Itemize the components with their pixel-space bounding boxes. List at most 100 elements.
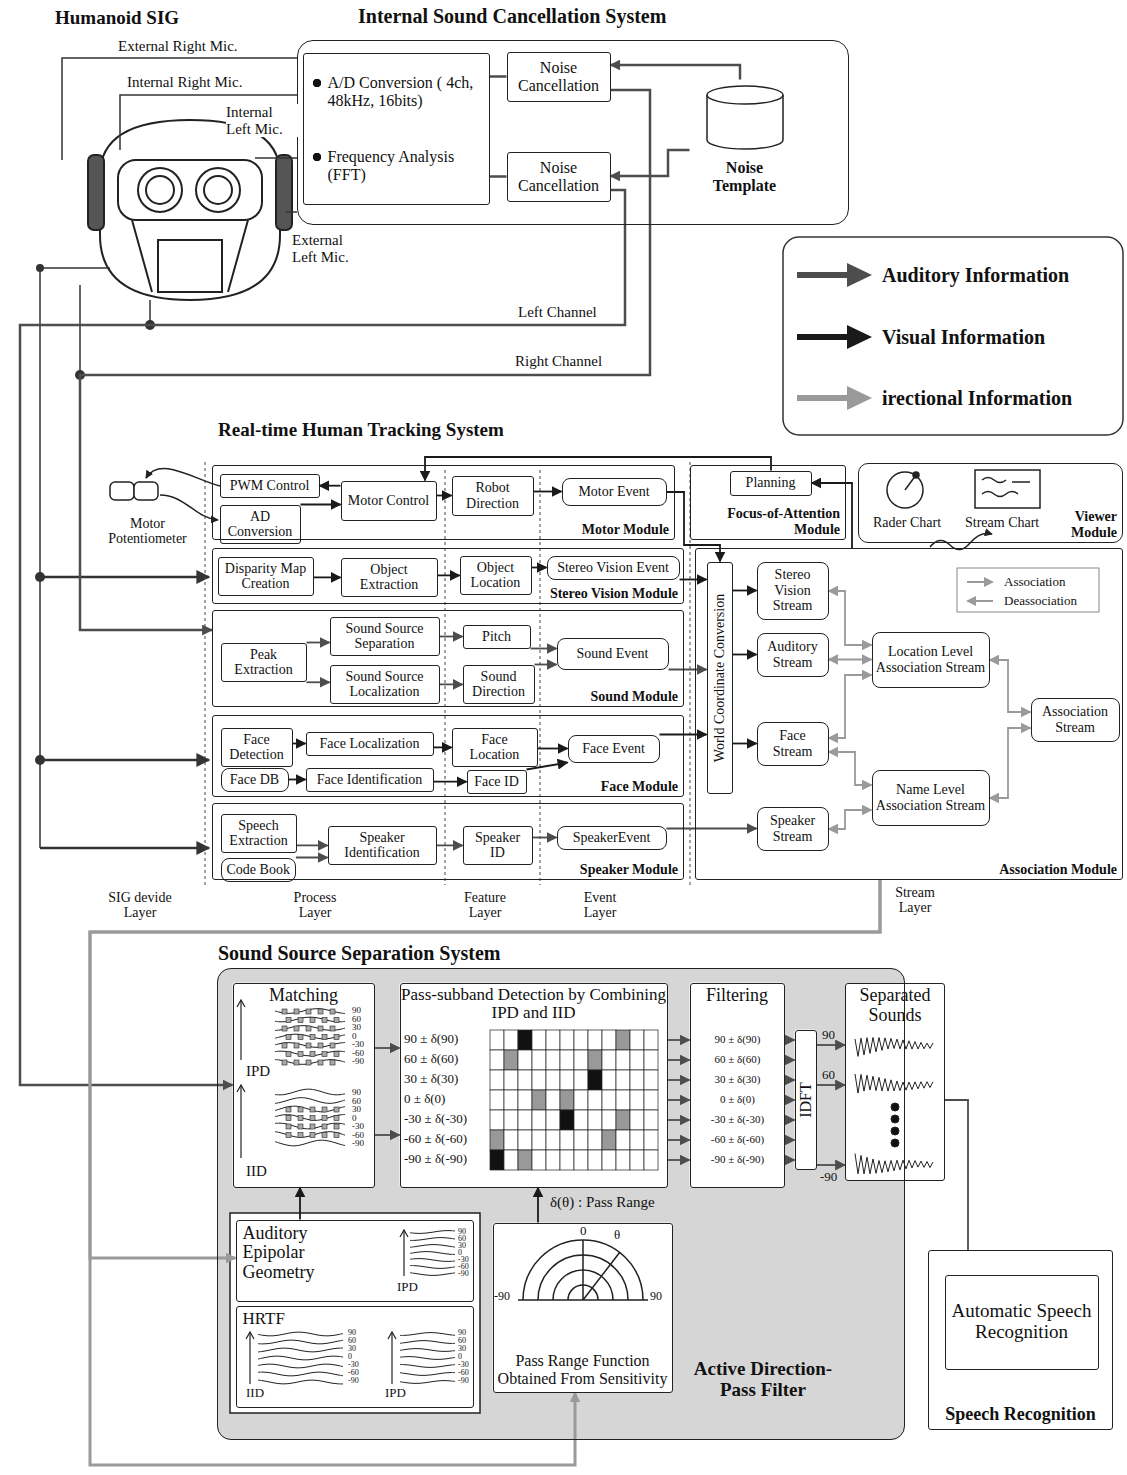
- legend-item: Association: [966, 574, 1065, 590]
- drawing-stroke: [275, 1026, 345, 1031]
- drawing-stroke: [310, 1052, 315, 1057]
- drawing-stroke: [334, 1133, 339, 1138]
- drawing-stroke: [644, 1070, 658, 1090]
- connector: [668, 1059, 690, 1061]
- text-label: IID: [246, 1163, 267, 1180]
- box-fill: [463, 826, 533, 866]
- drawing-stroke: [40, 759, 209, 762]
- connector: [425, 457, 771, 481]
- process-box: Motor ModulePWM ControlAD ConversionMoto…: [212, 465, 675, 540]
- process-box: Face Detection: [221, 728, 293, 768]
- connector: [829, 675, 872, 738]
- legend-swatch: [966, 576, 994, 588]
- drawing-stroke: [518, 1070, 532, 1090]
- legend-text: Deassociation: [1004, 593, 1077, 609]
- drawing-stroke: [310, 1018, 315, 1023]
- connector: [320, 485, 341, 487]
- process-box: Motor Event: [562, 478, 667, 506]
- text-label: Motor Potentiometer: [100, 516, 195, 547]
- drawing-stroke: [294, 1009, 299, 1014]
- drawing-stroke: [275, 1140, 345, 1146]
- drawing-stroke: [35, 755, 45, 765]
- drawing-stroke: [330, 1009, 335, 1014]
- drawing-stroke: [975, 470, 1040, 508]
- drawing-stroke: [258, 1372, 343, 1376]
- text-label: 0 ± δ(0): [690, 1093, 785, 1105]
- drawing-stroke: [88, 155, 104, 230]
- box-text: Pass-subband Detection by Combining IPD …: [401, 986, 667, 1023]
- drawing-stroke: [891, 1103, 899, 1111]
- process-box: Face Event: [568, 735, 660, 763]
- connector: [301, 504, 341, 506]
- box-text: PWM Control: [230, 478, 310, 493]
- drawing-stroke: [298, 1018, 303, 1023]
- connector: [440, 636, 463, 638]
- drawing-stroke: [588, 1030, 602, 1050]
- process-box: Motor Control: [341, 481, 437, 521]
- box-fill: [707, 562, 733, 794]
- drawing-stroke: [100, 120, 280, 300]
- drawing-stroke: [891, 1139, 899, 1147]
- drawing-stroke: [330, 1043, 335, 1048]
- box-text: Sound Event: [577, 646, 649, 661]
- motor-potentiometer: [110, 468, 220, 520]
- text-label: Humanoid SIG: [55, 8, 179, 29]
- drawing-stroke: [334, 1018, 339, 1023]
- drawing-stroke: [891, 1115, 899, 1123]
- text-label: Real-time Human Tracking System: [218, 420, 504, 441]
- drawing-stroke: [630, 1070, 644, 1090]
- text-label: 90: [650, 1290, 662, 1303]
- drawing-stroke: [518, 1050, 532, 1070]
- drawing-stroke: [532, 1070, 546, 1090]
- box-fill: [212, 610, 684, 707]
- drawing-stroke: [560, 1130, 574, 1150]
- drawing-stroke: [410, 1231, 455, 1234]
- box-text: Disparity Map Creation: [222, 561, 310, 592]
- process-box: Sound Source Separation: [330, 617, 440, 657]
- text-label: 60 ± δ(60): [690, 1053, 785, 1065]
- box-text: A/D Conversion ( 4ch, 48kHz, 16bits): [312, 74, 486, 109]
- drawing-stroke: [518, 1130, 532, 1150]
- drawing-stroke: [400, 1357, 455, 1360]
- text-label: Process Layer: [285, 890, 345, 921]
- box-fill: [221, 858, 296, 882]
- box-text: SpeakerEvent: [573, 830, 651, 845]
- box-text: Motor Event: [578, 484, 649, 499]
- drawing-stroke: [616, 1070, 630, 1090]
- drawing-stroke: [275, 1060, 345, 1065]
- drawing-stroke: [255, 157, 297, 159]
- drawing-stroke: [306, 1026, 311, 1031]
- drawing-stroke: [588, 1070, 602, 1090]
- drawing-stroke: [574, 1110, 588, 1130]
- box-text: World Coordinate Conversion: [712, 593, 727, 761]
- drawing-stroke: [334, 1052, 339, 1057]
- box-text: Auditory Epipolar Geometry: [243, 1224, 363, 1283]
- drawing-stroke: [644, 1030, 658, 1050]
- process-box: Separated Sounds: [845, 983, 945, 1181]
- drawing-stroke: [644, 1110, 658, 1130]
- connector: [817, 1044, 846, 1046]
- process-box: Planning: [730, 471, 812, 496]
- box-fill: [212, 548, 684, 604]
- box-fill: [757, 807, 829, 851]
- box-fill: [212, 465, 675, 540]
- legend-item: Auditory Information: [797, 262, 1069, 288]
- process-box: Sound Source Localization: [330, 665, 440, 705]
- drawing-stroke: [36, 264, 44, 272]
- drawing-stroke: [410, 1266, 455, 1269]
- process-box: Stereo Vision Stream: [757, 562, 829, 620]
- drawing-stroke: [630, 1130, 644, 1150]
- text-label: 30 ± δ(30): [404, 1072, 458, 1086]
- connector: [668, 1159, 690, 1161]
- text-label: -90: [352, 1057, 364, 1067]
- process-box: Location Level Association Stream: [872, 632, 990, 688]
- process-box: Peak Extraction: [221, 643, 307, 683]
- process-box: Face ModuleFace DetectionFace DBFace Loc…: [212, 715, 684, 797]
- drawing-stroke: [294, 1026, 299, 1031]
- box-fill: [221, 643, 307, 683]
- text-label: IID: [246, 1386, 264, 1400]
- wire-dots: [35, 264, 155, 765]
- connector: [945, 1100, 968, 1250]
- legend-swatch: [797, 324, 872, 350]
